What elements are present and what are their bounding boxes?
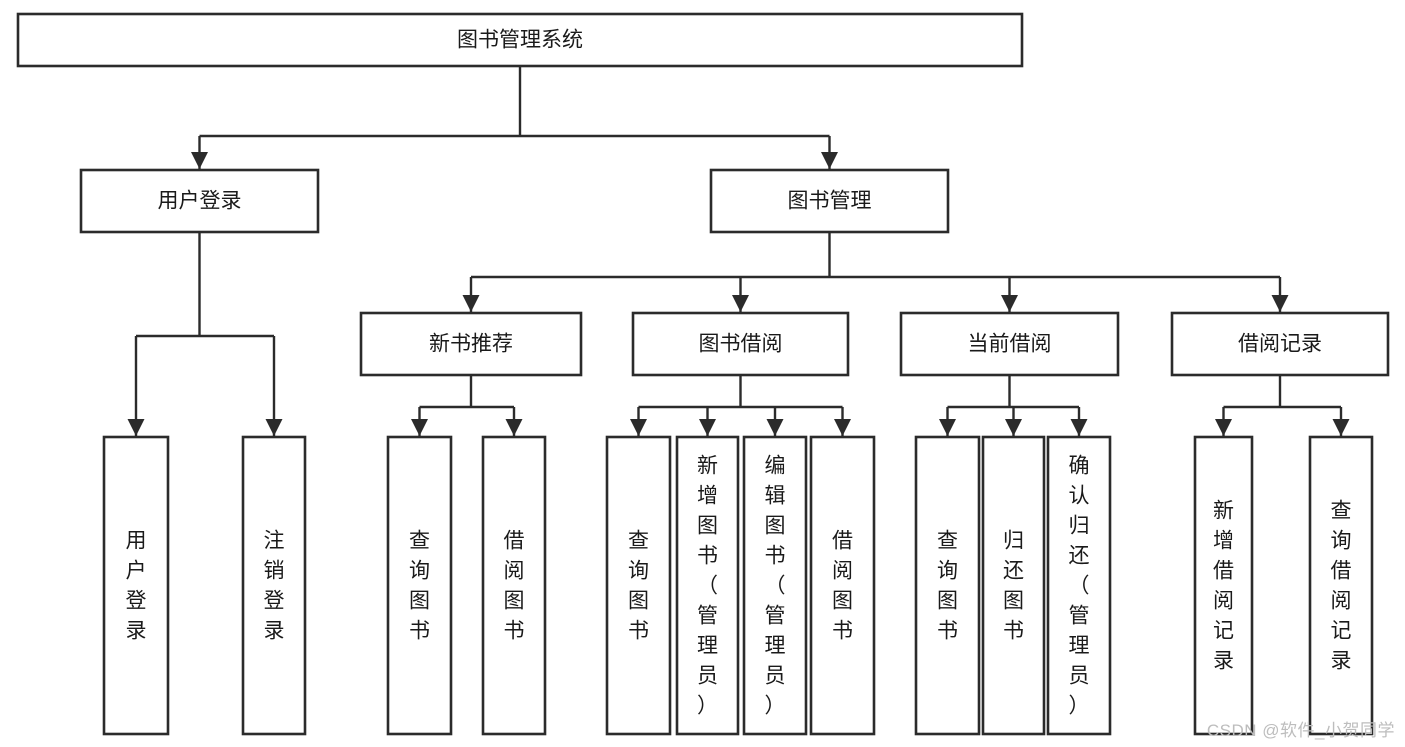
node-box-leaf-user-logout — [241, 435, 307, 736]
node-label-leaf-borrow-book-1: 借阅图书 — [504, 530, 525, 643]
node-box-leaf-add-record — [1193, 435, 1254, 736]
connector-layer — [127, 66, 1350, 436]
node-box-leaf-borrow-book-1 — [481, 435, 547, 736]
node-box-leaf-borrow-book-2 — [809, 435, 876, 736]
node-current-borrow[interactable]: 当前借阅 — [899, 311, 1120, 377]
arrow-head-icon — [1001, 295, 1018, 312]
node-box-book-manage — [709, 168, 950, 234]
arrow-head-icon — [1005, 419, 1022, 436]
node-box-root — [16, 12, 1024, 68]
node-borrow-record[interactable]: 借阅记录 — [1170, 311, 1390, 377]
arrow-head-icon — [505, 419, 523, 436]
node-box-borrow-record — [1170, 311, 1390, 377]
node-book-manage[interactable]: 图书管理 — [709, 168, 950, 234]
node-label-leaf-add-book: 新增图书（管理员） — [697, 455, 718, 718]
node-box-leaf-query-book-2 — [605, 435, 672, 736]
node-leaf-add-book[interactable]: 新增图书（管理员） — [675, 435, 740, 736]
node-label-user-login: 用户登录 — [158, 190, 242, 213]
node-box-leaf-user-login — [102, 435, 170, 736]
node-root[interactable]: 图书管理系统 — [16, 12, 1024, 68]
arrow-head-icon — [732, 295, 749, 312]
node-label-book-manage: 图书管理 — [788, 190, 872, 213]
arrow-head-icon — [127, 419, 145, 436]
node-box-leaf-query-record — [1308, 435, 1374, 736]
node-leaf-add-record[interactable]: 新增借阅记录 — [1193, 435, 1254, 736]
arrow-head-icon — [411, 419, 428, 436]
node-label-leaf-query-record: 查询借阅记录 — [1331, 500, 1352, 673]
edge-group-current-borrow — [939, 375, 1088, 436]
edge-group-book-borrow — [630, 375, 851, 436]
node-leaf-confirm-return[interactable]: 确认归还（管理员） — [1046, 435, 1112, 736]
edge-group-book-manage — [462, 232, 1289, 312]
node-label-leaf-edit-book: 编辑图书（管理员） — [765, 455, 786, 718]
node-leaf-borrow-book-1[interactable]: 借阅图书 — [481, 435, 547, 736]
node-layer: 图书管理系统用户登录图书管理新书推荐图书借阅当前借阅借阅记录用户登录注销登录查询… — [16, 12, 1390, 736]
node-label-leaf-confirm-return: 确认归还（管理员） — [1069, 455, 1090, 718]
arrow-head-icon — [265, 419, 283, 436]
node-new-book-rec[interactable]: 新书推荐 — [359, 311, 583, 377]
node-label-borrow-record: 借阅记录 — [1238, 333, 1322, 356]
edge-group-new-book-rec — [411, 375, 523, 436]
node-label-leaf-query-book-3: 查询图书 — [937, 530, 958, 643]
node-box-leaf-edit-book — [742, 435, 808, 736]
node-leaf-return-book[interactable]: 归还图书 — [981, 435, 1046, 736]
edge-group-user-login — [127, 232, 283, 436]
node-label-leaf-return-book: 归还图书 — [1003, 530, 1024, 643]
node-box-leaf-query-book-1 — [386, 435, 453, 736]
node-box-leaf-confirm-return — [1046, 435, 1112, 736]
arrow-head-icon — [630, 419, 647, 436]
node-label-leaf-user-logout: 注销登录 — [264, 530, 285, 643]
node-label-leaf-user-login: 用户登录 — [126, 530, 147, 643]
node-leaf-user-logout[interactable]: 注销登录 — [241, 435, 307, 736]
node-leaf-query-book-1[interactable]: 查询图书 — [386, 435, 453, 736]
node-box-leaf-add-book — [675, 435, 740, 736]
arrow-head-icon — [1070, 419, 1088, 436]
node-label-book-borrow: 图书借阅 — [699, 333, 783, 356]
arrow-head-icon — [699, 419, 716, 436]
node-label-leaf-borrow-book-2: 借阅图书 — [832, 530, 853, 643]
node-user-login[interactable]: 用户登录 — [79, 168, 320, 234]
node-box-book-borrow — [631, 311, 850, 377]
node-leaf-edit-book[interactable]: 编辑图书（管理员） — [742, 435, 808, 736]
node-book-borrow[interactable]: 图书借阅 — [631, 311, 850, 377]
node-leaf-query-book-2[interactable]: 查询图书 — [605, 435, 672, 736]
node-box-leaf-query-book-3 — [914, 435, 981, 736]
node-box-user-login — [79, 168, 320, 234]
arrow-head-icon — [834, 419, 851, 436]
arrow-head-icon — [821, 152, 838, 169]
arrow-head-icon — [1332, 419, 1350, 436]
arrow-head-icon — [766, 419, 784, 436]
arrow-head-icon — [1271, 295, 1289, 312]
node-label-leaf-add-record: 新增借阅记录 — [1213, 500, 1234, 673]
node-label-current-borrow: 当前借阅 — [968, 333, 1052, 356]
arrow-head-icon — [939, 419, 956, 436]
arrow-head-icon — [1215, 419, 1232, 436]
node-leaf-borrow-book-2[interactable]: 借阅图书 — [809, 435, 876, 736]
node-label-new-book-rec: 新书推荐 — [429, 333, 513, 356]
node-box-current-borrow — [899, 311, 1120, 377]
node-label-leaf-query-book-1: 查询图书 — [409, 530, 430, 643]
node-leaf-query-record[interactable]: 查询借阅记录 — [1308, 435, 1374, 736]
node-box-new-book-rec — [359, 311, 583, 377]
arrow-head-icon — [191, 152, 208, 169]
arrow-head-icon — [462, 295, 480, 312]
edge-group-root — [191, 66, 838, 169]
node-box-leaf-return-book — [981, 435, 1046, 736]
node-label-leaf-query-book-2: 查询图书 — [628, 530, 649, 643]
node-leaf-query-book-3[interactable]: 查询图书 — [914, 435, 981, 736]
node-label-root: 图书管理系统 — [457, 29, 583, 52]
edge-group-borrow-record — [1215, 375, 1350, 436]
node-leaf-user-login[interactable]: 用户登录 — [102, 435, 170, 736]
